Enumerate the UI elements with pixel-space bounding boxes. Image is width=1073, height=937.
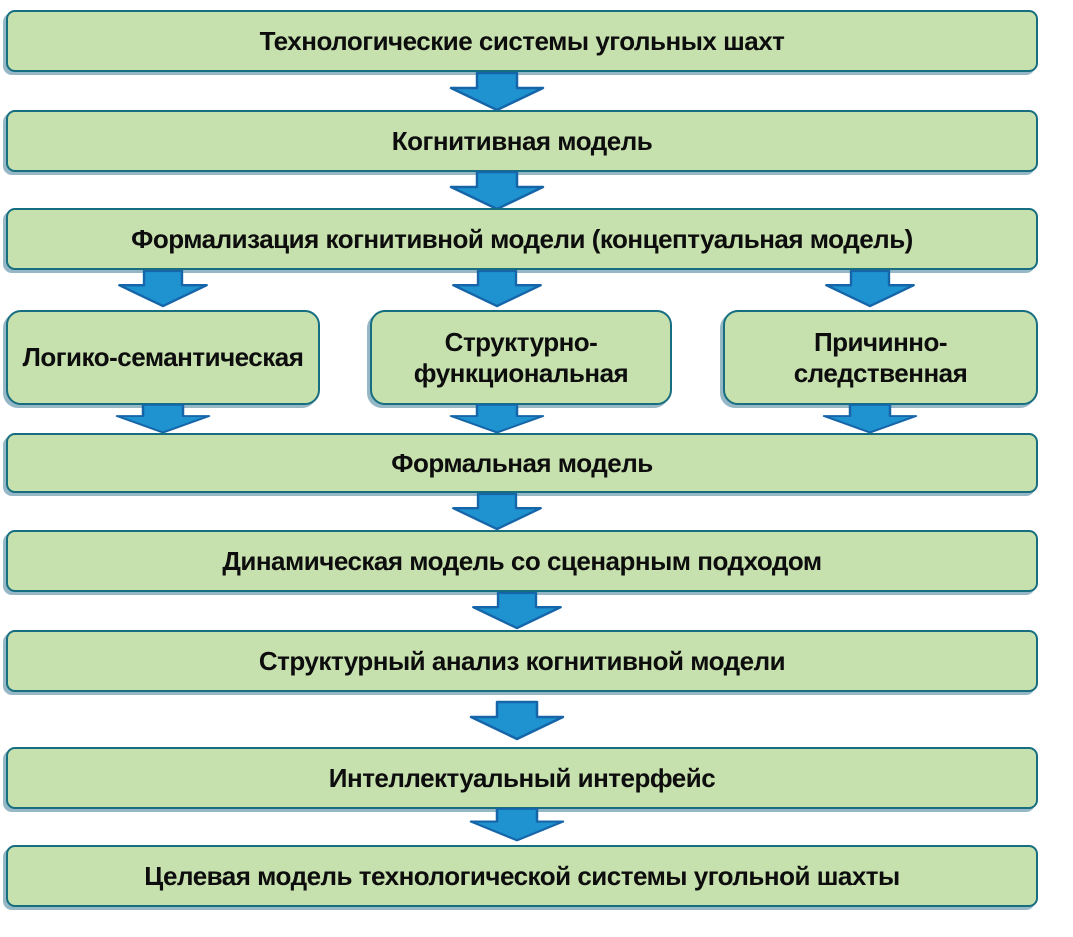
node-formalization-label: Формализация когнитивной модели (концепт…	[131, 223, 913, 254]
arrow-down-icon	[472, 592, 562, 630]
arrow-down-icon	[115, 404, 211, 434]
node-cause-effect-label: Причинно-следственная	[793, 326, 968, 388]
node-structural-analysis: Структурный анализ когнитивной модели	[6, 630, 1038, 692]
arrow-down-icon	[452, 270, 542, 308]
node-cause-effect: Причинно-следственная	[723, 310, 1038, 405]
arrow-down-icon	[449, 72, 545, 112]
arrow-down-icon	[449, 404, 545, 434]
node-logic-semantic-label: Логико-семантическая	[22, 342, 304, 373]
node-structural-analysis-label: Структурный анализ когнитивной модели	[258, 645, 786, 676]
arrow-down-icon	[118, 270, 208, 308]
node-cognitive-model-label: Когнитивная модель	[391, 125, 653, 156]
arrow-down-icon	[452, 493, 542, 531]
node-structural-functional-label: Структурно-функциональная	[413, 326, 629, 388]
node-tech-systems-label: Технологические системы угольных шахт	[259, 25, 785, 56]
arrow-down-icon	[449, 171, 545, 211]
node-intelligent-interface-label: Интеллектуальный интерфейс	[328, 762, 716, 793]
arrow-down-icon	[469, 700, 565, 741]
node-dynamic-model-label: Динамическая модель со сценарным подходо…	[222, 545, 822, 576]
node-formal-model: Формальная модель	[6, 433, 1038, 493]
node-logic-semantic: Логико-семантическая	[6, 310, 320, 405]
node-intelligent-interface: Интеллектуальный интерфейс	[6, 747, 1038, 809]
node-cognitive-model: Когнитивная модель	[6, 110, 1038, 172]
node-dynamic-model: Динамическая модель со сценарным подходо…	[6, 530, 1038, 592]
node-formal-model-label: Формальная модель	[391, 447, 653, 478]
node-formalization: Формализация когнитивной модели (концепт…	[6, 208, 1038, 270]
node-target-model: Целевая модель технологической системы у…	[6, 845, 1038, 907]
node-tech-systems: Технологические системы угольных шахт	[6, 10, 1038, 72]
arrow-down-icon	[469, 808, 565, 842]
arrow-down-icon	[822, 404, 918, 434]
node-structural-functional: Структурно-функциональная	[370, 310, 672, 405]
node-target-model-label: Целевая модель технологической системы у…	[144, 860, 900, 891]
arrow-down-icon	[825, 270, 915, 308]
